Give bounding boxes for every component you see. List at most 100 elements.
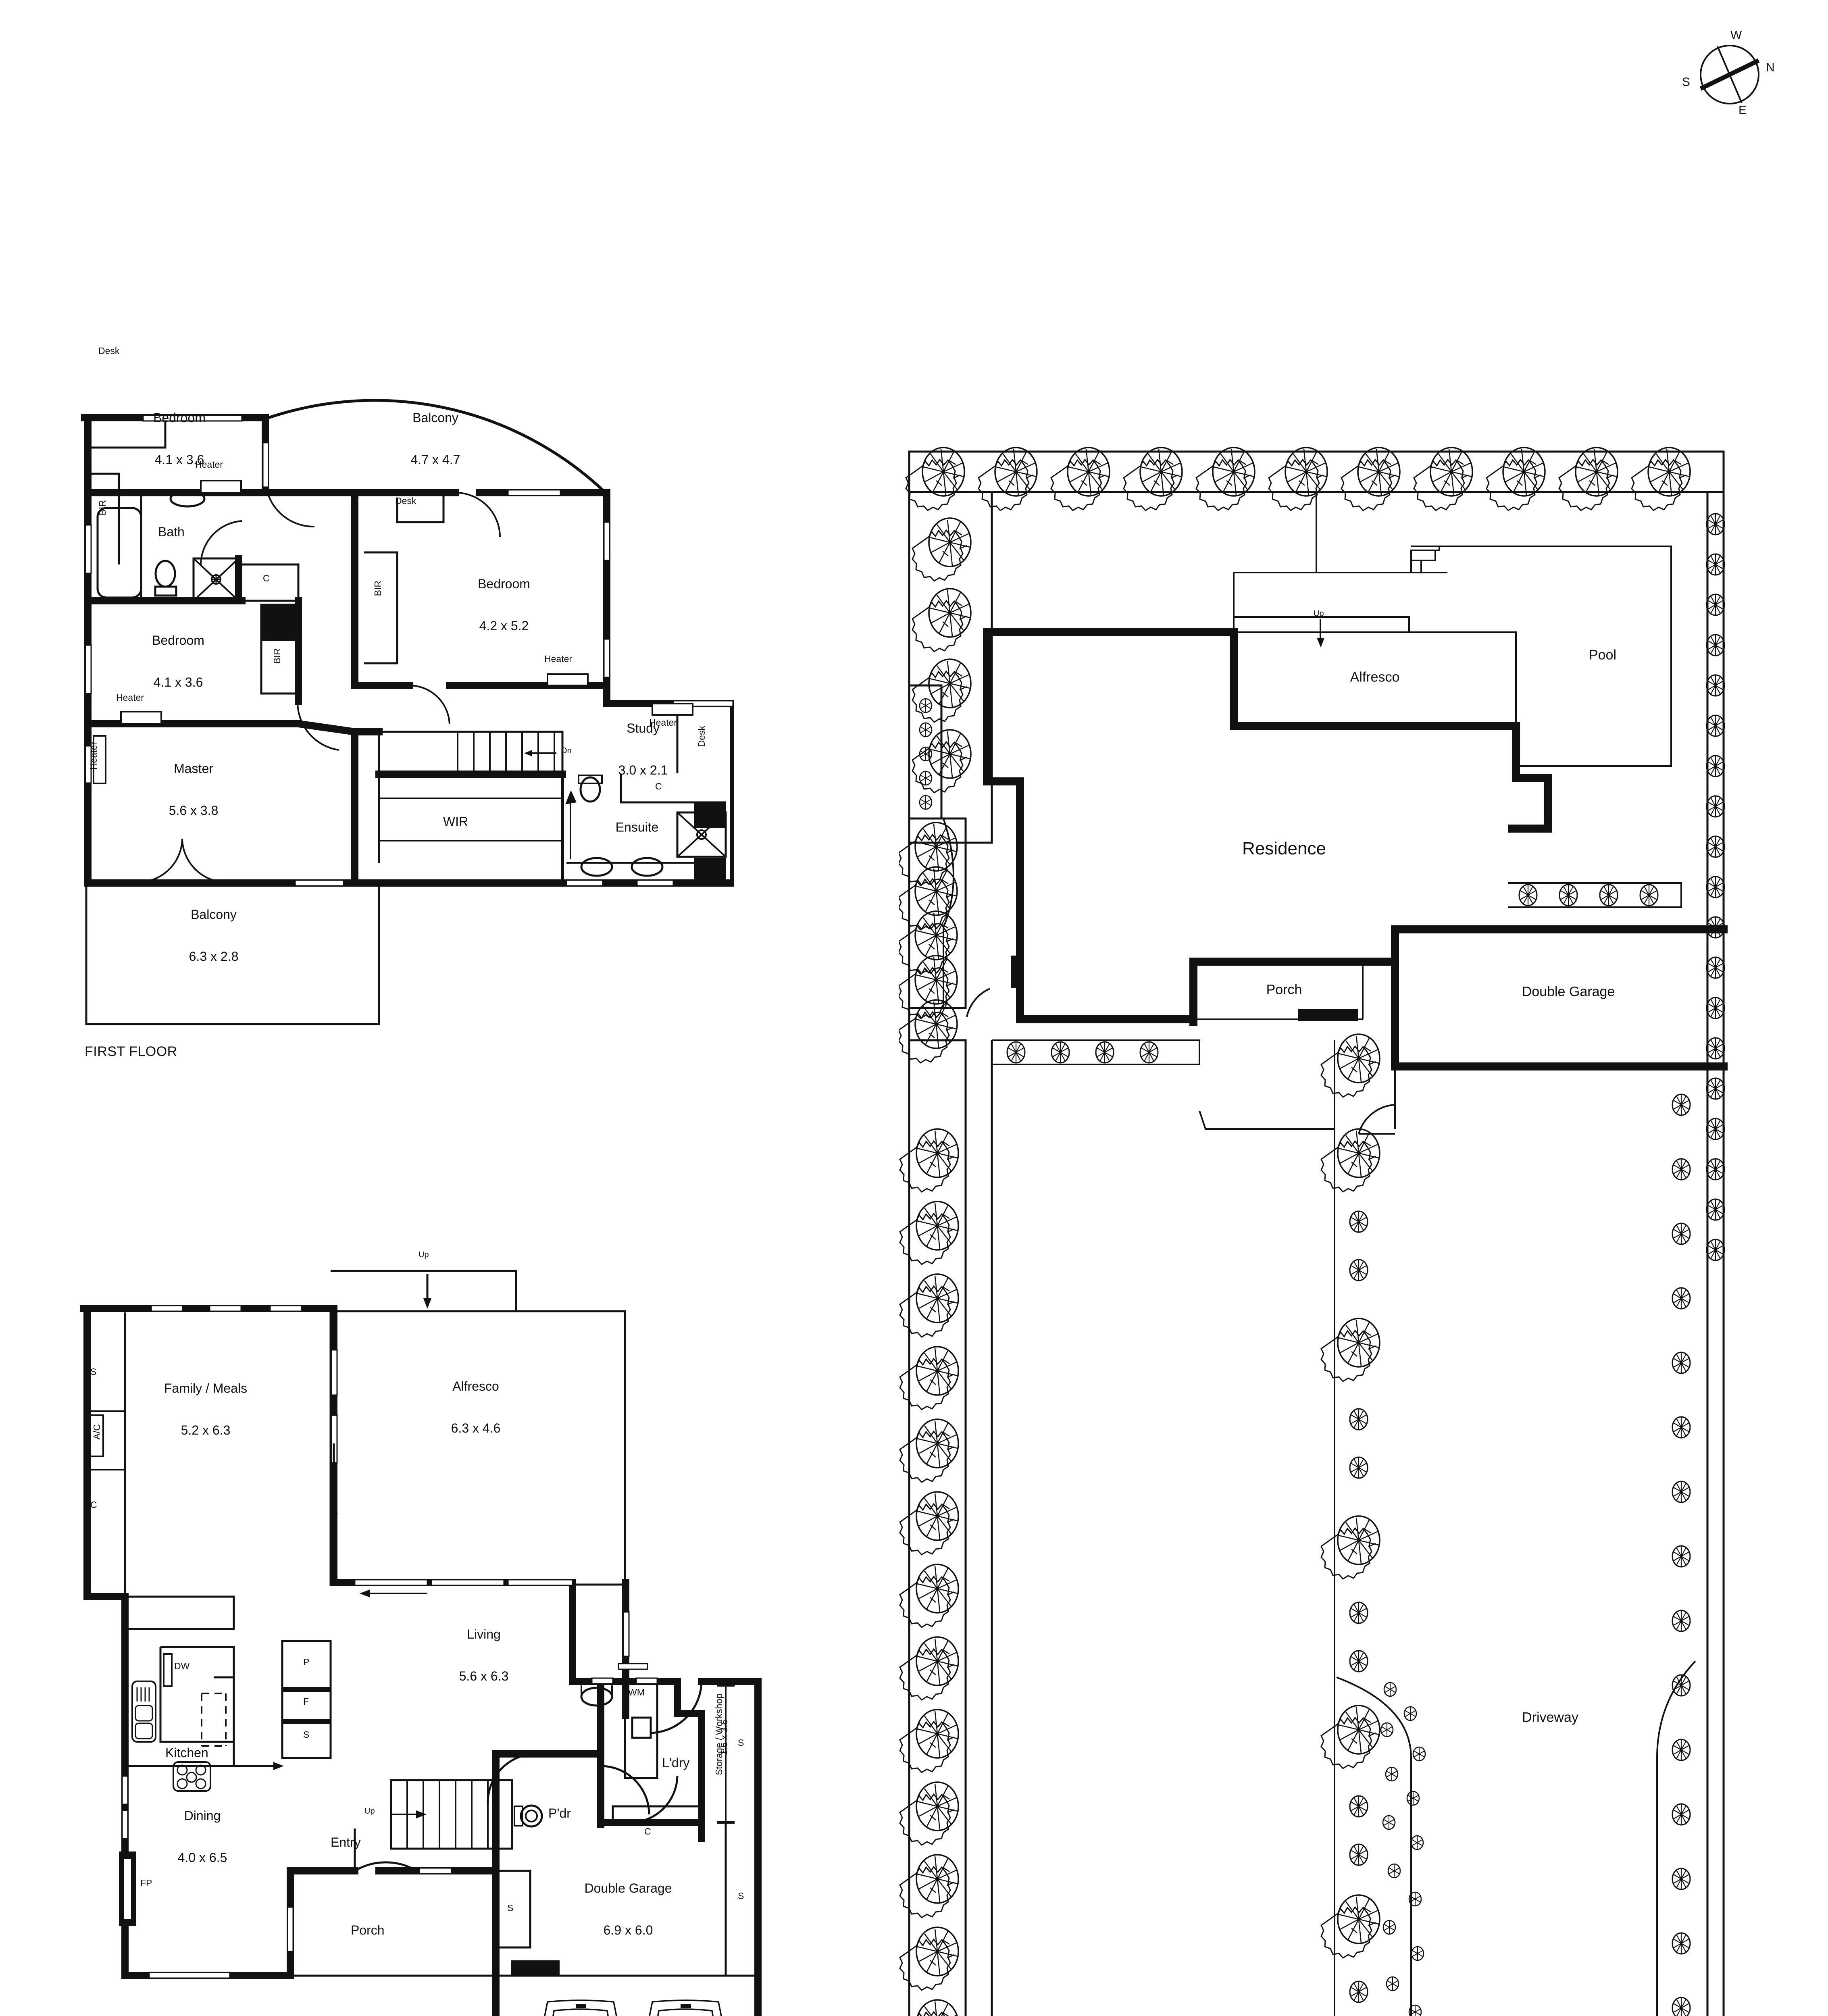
- label-store-1: S: [90, 1366, 97, 1377]
- site-label-double-garage: Double Garage: [1522, 984, 1615, 1000]
- room-bedroom-3: Bedroom 4.1 x 3.6: [152, 606, 204, 717]
- label-pantry: P: [303, 1657, 310, 1667]
- room-name: Double Garage: [584, 1881, 672, 1895]
- site-label-driveway: Driveway: [1522, 1710, 1578, 1725]
- room-living: Living 5.6 x 6.3: [459, 1599, 509, 1711]
- tree-bed-north-garage: [1518, 884, 1659, 906]
- label-heater-4: Heater: [544, 654, 573, 664]
- label-store-5: S: [738, 1891, 744, 1901]
- ground-floor-drawing: [80, 1270, 762, 2016]
- label-closet-c2: C: [644, 1826, 651, 1837]
- site-label-residence: Residence: [1242, 839, 1326, 859]
- first-floor-drawing: [81, 399, 734, 1025]
- room-wir: WIR: [443, 814, 468, 829]
- room-name: Family / Meals: [164, 1381, 248, 1395]
- label-heater-5: Heater: [649, 717, 677, 728]
- room-family-meals: Family / Meals 5.2 x 6.3: [164, 1354, 247, 1465]
- room-alfresco: Alfresco 6.3 x 4.6: [451, 1352, 501, 1463]
- room-dims: 4.0 x 6.5: [177, 1850, 227, 1865]
- room-powder: P'dr: [548, 1806, 571, 1820]
- room-laundry: L'dry: [662, 1756, 690, 1770]
- room-dims: 4.1 x 3.6: [153, 675, 203, 689]
- label-heater-2: Heater: [116, 692, 144, 703]
- room-bath: Bath: [158, 525, 185, 539]
- label-air-conditioner: A/C: [92, 1424, 102, 1440]
- room-entry: Entry: [331, 1835, 361, 1849]
- room-dims: 4.7 x 4.7: [410, 452, 460, 467]
- room-bedroom-1: Bedroom 4.1 x 3.6: [153, 383, 206, 494]
- label-stair-dn: Dn: [561, 746, 572, 755]
- label-stair-up-2: Up: [364, 1807, 375, 1816]
- site-plan-drawing: [899, 447, 1728, 2016]
- room-study: Study 3.0 x 2.1: [618, 694, 668, 805]
- room-dims: 5.2 x 6.3: [181, 1422, 231, 1437]
- room-dims: 4.1 x 3.6: [154, 452, 204, 467]
- site-label-stair-up: Up: [1314, 609, 1324, 618]
- room-double-garage: Double Garage 6.9 x 6.0: [584, 1854, 672, 1965]
- site-plan: Up Alfresco Pool Residence Porch Double …: [899, 444, 1734, 2016]
- room-dims: 6.9 x 6.0: [603, 1922, 653, 1937]
- tree-driveway-right: [1672, 1093, 1691, 2016]
- room-name: Study: [627, 721, 660, 735]
- label-closet-1: C: [263, 573, 270, 583]
- room-name: Living: [467, 1627, 501, 1641]
- room-name: Bedroom: [478, 576, 530, 591]
- room-name: Bedroom: [152, 633, 204, 648]
- room-porch: Porch: [351, 1923, 385, 1937]
- tree-col-right: [1706, 513, 1725, 1261]
- label-desk-3: Desk: [696, 726, 707, 747]
- label-desk-2: Desk: [395, 496, 416, 506]
- room-dims: 3.0 x 2.1: [618, 762, 668, 777]
- compass-label-south: S: [1682, 75, 1691, 89]
- label-stair-up-1: Up: [418, 1250, 429, 1259]
- label-washing-machine: WM: [628, 1687, 645, 1697]
- label-fireplace: FP: [140, 1878, 152, 1888]
- compass-label-west: W: [1730, 29, 1742, 42]
- ground-floor-plan: S A/C C Family / Meals 5.2 x 6.3 Up Alfr…: [73, 1242, 839, 2016]
- label-store-2: S: [303, 1729, 310, 1740]
- label-store-4: S: [507, 1903, 514, 1913]
- room-name: Bedroom: [153, 410, 206, 425]
- tree-col-left-lower: [899, 822, 958, 1064]
- label-heater-3: Heater: [88, 742, 99, 770]
- room-dining: Dining 4.0 x 6.5: [178, 1781, 227, 1892]
- room-balcony-upper: Balcony 4.7 x 4.7: [411, 383, 460, 494]
- compass-label-north: N: [1766, 61, 1775, 74]
- site-label-porch: Porch: [1266, 982, 1302, 998]
- label-closet-c1: C: [90, 1500, 97, 1510]
- room-dims: 6.3 x 2.8: [189, 949, 239, 964]
- room-dims: 5.6 x 6.3: [459, 1668, 509, 1683]
- room-name: Master: [174, 761, 213, 776]
- site-label-pool: Pool: [1589, 647, 1617, 663]
- room-dims: 5.6 x 3.8: [169, 803, 219, 818]
- room-kitchen: Kitchen: [165, 1745, 208, 1760]
- room-name: Dining: [184, 1808, 221, 1823]
- label-bir-1: BIR: [97, 500, 108, 516]
- label-desk-1: Desk: [98, 346, 120, 356]
- compass-rose: W N S E: [1669, 24, 1790, 125]
- room-dims: 6.3 x 4.6: [451, 1420, 501, 1435]
- room-name: Balcony: [412, 410, 458, 425]
- first-floor-title: FIRST FLOOR: [85, 1044, 177, 1059]
- tree-row-top: [905, 447, 1691, 511]
- label-bir-3: BIR: [272, 648, 282, 664]
- tree-driveway-edge: [1320, 1033, 1380, 2003]
- label-heater-1: Heater: [195, 459, 223, 470]
- room-storage-workshop-dims: 1.6 x 3.6: [719, 1720, 729, 1756]
- room-balcony-lower: Balcony 6.3 x 2.8: [189, 880, 239, 991]
- label-store-3: S: [738, 1737, 744, 1748]
- label-closet-2: C: [655, 781, 662, 791]
- tree-bed-porch: [1006, 1041, 1159, 1064]
- label-bir-2: BIR: [373, 581, 383, 596]
- label-fridge: F: [303, 1696, 309, 1707]
- compass-label-east: E: [1738, 104, 1747, 117]
- first-floor-plan: Desk Bedroom 4.1 x 3.6 BIR Heater Balcon…: [73, 339, 734, 1185]
- tree-cluster-driveway: [1380, 1682, 1426, 2016]
- site-label-alfresco: Alfresco: [1350, 669, 1400, 685]
- room-name: Balcony: [191, 907, 237, 922]
- room-dims: 4.2 x 5.2: [479, 618, 529, 633]
- label-dishwasher: DW: [174, 1661, 190, 1671]
- room-master: Master 5.6 x 3.8: [169, 734, 219, 845]
- room-bedroom-2: Bedroom 4.2 x 5.2: [478, 549, 530, 660]
